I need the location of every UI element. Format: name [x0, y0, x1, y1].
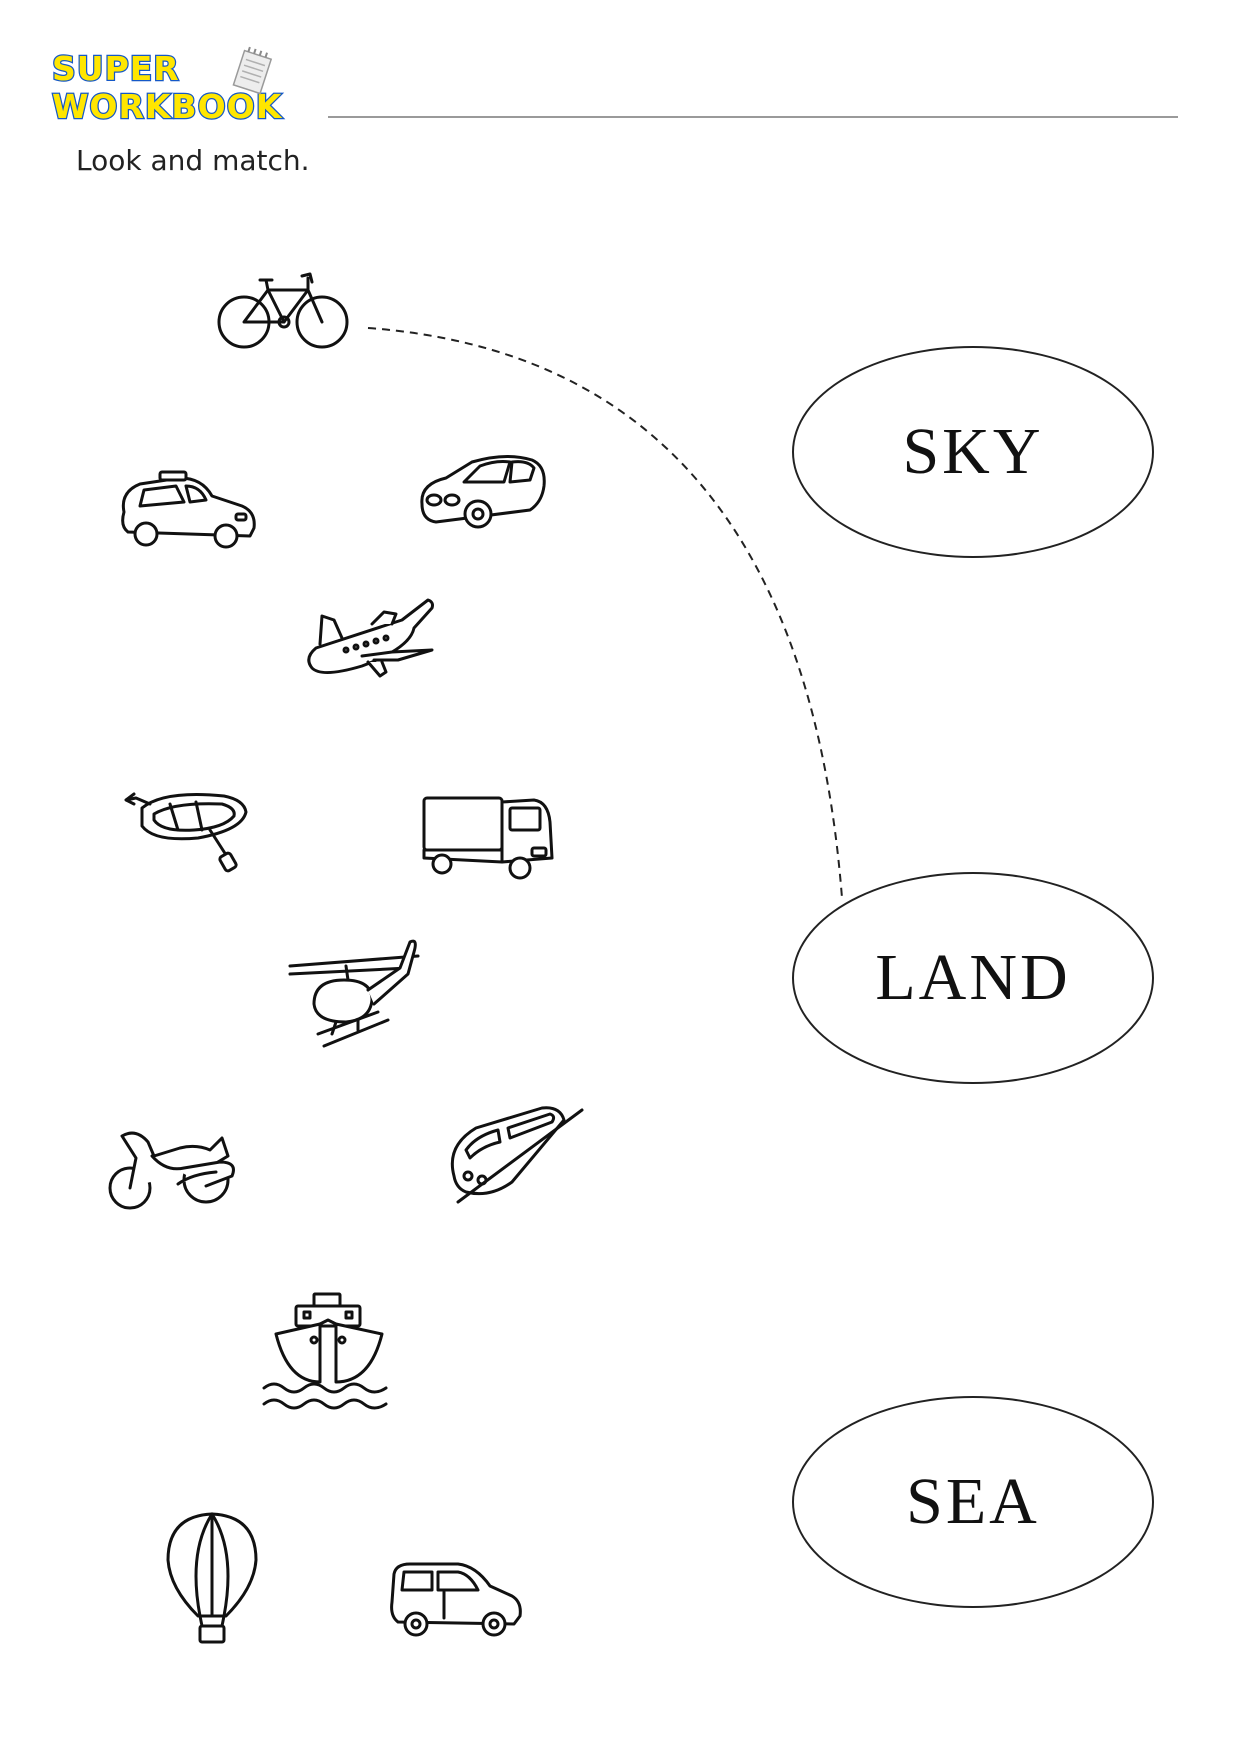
instruction-text: Look and match. [76, 144, 310, 177]
helicopter-icon[interactable] [288, 934, 428, 1054]
category-oval-sky[interactable]: SKY [792, 346, 1154, 558]
bicycle-icon[interactable] [216, 270, 350, 350]
van-icon[interactable] [388, 1562, 524, 1638]
category-oval-land[interactable]: LAND [792, 872, 1154, 1084]
category-label-sky: SKY [902, 415, 1044, 488]
taxi-icon[interactable] [116, 470, 260, 558]
logo-line-super: SUPER [51, 49, 180, 88]
category-oval-sea[interactable]: SEA [792, 1396, 1154, 1608]
header-divider [328, 116, 1178, 118]
category-label-sea: SEA [906, 1465, 1040, 1538]
logo-line-workbook: WORKBOOK [51, 87, 283, 126]
motorcycle-icon[interactable] [106, 1128, 242, 1212]
train-icon[interactable] [446, 1106, 584, 1204]
car-icon[interactable] [416, 452, 550, 538]
notepad-icon [232, 46, 273, 95]
truck-icon[interactable] [420, 788, 556, 880]
ship-icon[interactable] [262, 1292, 396, 1410]
rowboat-icon[interactable] [124, 786, 254, 872]
super-workbook-logo: SUPER WORKBOOK [51, 46, 322, 130]
category-label-land: LAND [875, 941, 1071, 1014]
hot-air-balloon-icon[interactable] [164, 1512, 260, 1644]
airplane-icon[interactable] [302, 598, 438, 682]
